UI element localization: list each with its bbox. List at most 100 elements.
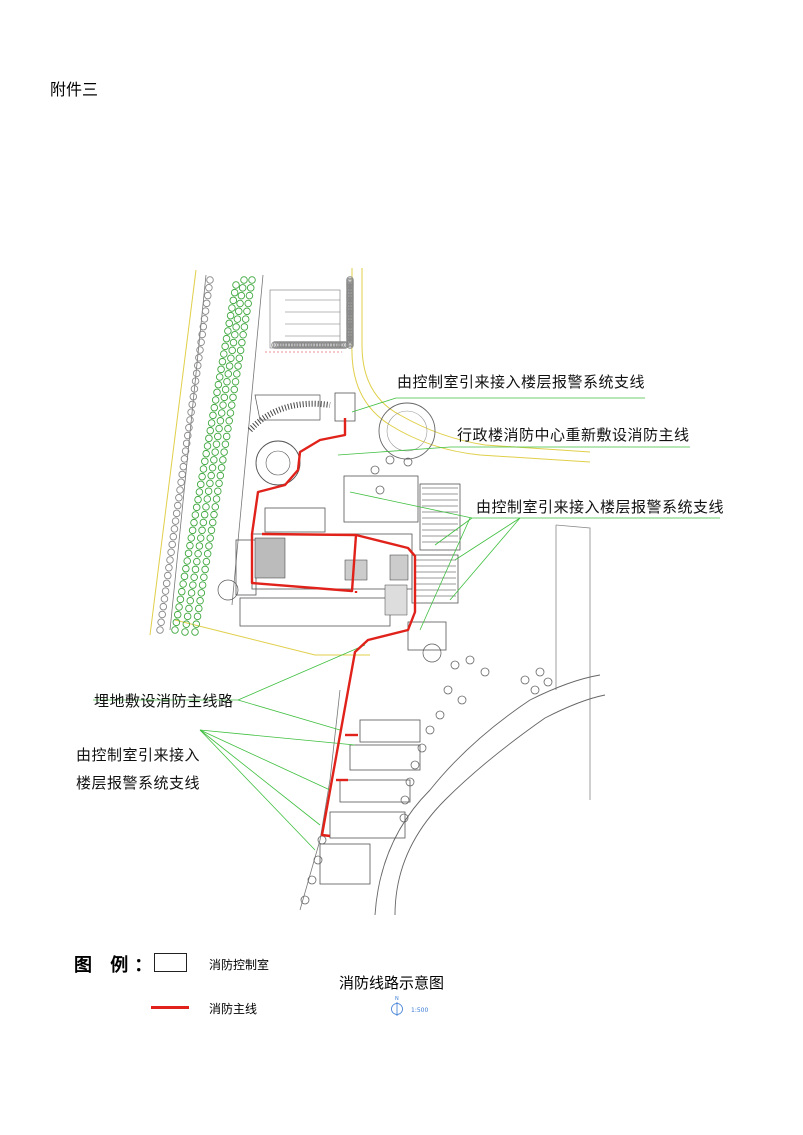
- tree-icon: [196, 534, 205, 542]
- tree-icon: [199, 322, 208, 331]
- tree-icon: [237, 291, 246, 300]
- tree-icon: [194, 495, 202, 504]
- tree-icon: [457, 695, 467, 705]
- tree-icon: [206, 276, 214, 284]
- tree-icon: [211, 448, 219, 456]
- tree-icon: [173, 610, 182, 619]
- tree-icon: [167, 548, 175, 556]
- tree-icon: [201, 565, 209, 574]
- tree-icon: [227, 401, 236, 409]
- tree-icon: [200, 573, 208, 581]
- tree-icon: [215, 479, 223, 488]
- tree-icon: [217, 463, 226, 472]
- tree-icon: [186, 596, 194, 605]
- tree-icon: [184, 549, 193, 558]
- tree-icon: [207, 526, 216, 535]
- tree-icon: [185, 424, 193, 432]
- tree-icon: [199, 518, 208, 527]
- tree-icon: [172, 509, 181, 518]
- tree-icon: [239, 331, 247, 339]
- tree-icon: [480, 667, 490, 677]
- tree-icon: [198, 472, 206, 481]
- tree-icon: [175, 603, 183, 611]
- tree-icon: [181, 628, 189, 636]
- tree-icon: [207, 419, 216, 427]
- tree-icon: [166, 556, 174, 564]
- north-arrow-icon: N: [391, 994, 405, 1022]
- tree-icon: [192, 503, 201, 512]
- tree-icon: [375, 485, 385, 495]
- tree-icon: [213, 388, 221, 397]
- tree-icon: [175, 494, 183, 502]
- tree-icon: [215, 373, 224, 381]
- tree-icon: [224, 424, 232, 433]
- tree-icon: [233, 370, 241, 378]
- tree-icon: [520, 675, 530, 685]
- tree-icon: [179, 462, 188, 471]
- tree-icon: [221, 385, 230, 394]
- tree-icon: [204, 291, 212, 300]
- tree-icon: [203, 550, 212, 558]
- tree-icon: [198, 526, 206, 535]
- callout-floor-alarm-branch-1: 由控制室引来接入楼层报警系统支线: [397, 373, 646, 391]
- tree-icon: [172, 618, 181, 627]
- tree-icon: [157, 618, 165, 626]
- tree-icon: [220, 350, 228, 358]
- tree-icon: [205, 434, 213, 443]
- tree-icon: [198, 581, 207, 589]
- tree-icon: [246, 284, 255, 292]
- tree-icon: [235, 354, 244, 362]
- tree-icon: [535, 667, 545, 677]
- tree-icon: [221, 440, 230, 449]
- tree-icon: [202, 503, 210, 511]
- tree-icon: [189, 392, 198, 401]
- tree-icon: [191, 511, 200, 519]
- tree-icon: [193, 612, 202, 621]
- tree-icon: [530, 685, 540, 695]
- tree-icon: [193, 557, 201, 566]
- tree-icon: [187, 534, 196, 542]
- tree-icon: [189, 581, 197, 589]
- tree-icon: [465, 655, 475, 665]
- tree-icon: [187, 408, 195, 416]
- fire-main-line-route: [250, 418, 417, 838]
- tree-icon: [226, 409, 235, 417]
- tree-icon: [243, 307, 251, 316]
- tree-icon: [171, 626, 179, 634]
- callout-floor-alarm-branch-3-line1: 由控制室引来接入: [76, 746, 201, 764]
- legend-main-line-label: 消防主线: [209, 1002, 258, 1016]
- tree-icon: [370, 465, 380, 475]
- tree-icon: [543, 677, 553, 687]
- scale-text: 1:500: [411, 1007, 429, 1014]
- tree-icon: [180, 572, 189, 581]
- tree-icon: [207, 471, 215, 480]
- tree-icon: [210, 456, 218, 464]
- tree-icon: [183, 557, 191, 565]
- tree-icon: [218, 357, 227, 366]
- tree-icon: [220, 448, 228, 456]
- tree-icon: [159, 602, 168, 611]
- tree-icon: [417, 743, 427, 753]
- tree-icon: [208, 463, 217, 472]
- tree-icon: [230, 385, 239, 394]
- tree-icon: [203, 442, 212, 450]
- tree-icon: [179, 580, 187, 588]
- tree-icon: [182, 439, 191, 448]
- tree-icon: [182, 564, 190, 573]
- attachment-label: 附件三: [50, 80, 99, 99]
- tree-icon: [232, 323, 240, 331]
- tree-icon: [209, 411, 217, 420]
- tree-icon: [234, 362, 242, 370]
- tree-icon: [188, 400, 196, 409]
- tree-icon: [196, 346, 204, 354]
- tree-icon: [307, 875, 317, 885]
- tree-icon: [212, 495, 221, 503]
- tree-icon: [405, 777, 415, 787]
- tree-icon: [300, 895, 310, 905]
- tree-icon: [425, 725, 435, 735]
- tree-icon: [219, 456, 227, 464]
- tree-icon: [194, 361, 202, 370]
- tree-icon: [313, 855, 323, 865]
- legend-title: 图 例：: [74, 955, 159, 976]
- tree-icon: [185, 604, 193, 613]
